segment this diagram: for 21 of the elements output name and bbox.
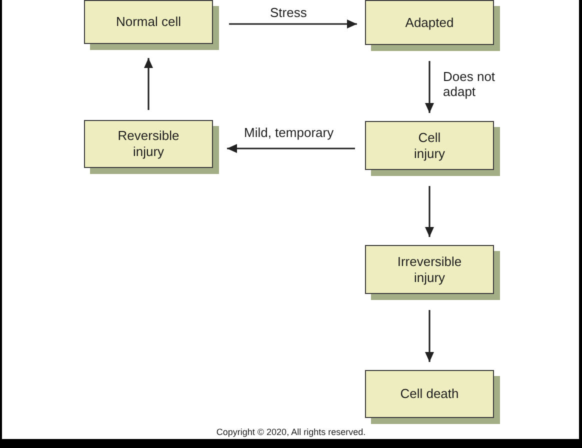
process-box [84,0,213,44]
box-label: Cell injury [412,130,446,162]
process-box [365,245,494,294]
edge-label: Stress [270,5,307,20]
process-box [365,370,494,418]
edge-label: Mild, temporary [244,125,334,140]
process-box [365,121,494,170]
arrow [425,310,434,362]
arrow [144,58,153,110]
process-box [365,0,494,45]
process-box [84,120,213,168]
arrow [229,20,357,28]
copyright-text: Copyright © 2020, All rights reserved. [216,427,366,437]
arrow [227,144,355,153]
box-label: Adapted [405,14,454,30]
box-label: Irreversible injury [396,254,463,286]
box-label: Normal cell [116,14,181,30]
arrow [425,186,434,237]
box-label: Cell death [400,386,459,402]
arrow [425,61,434,113]
box-label: Reversible injury [116,128,180,160]
